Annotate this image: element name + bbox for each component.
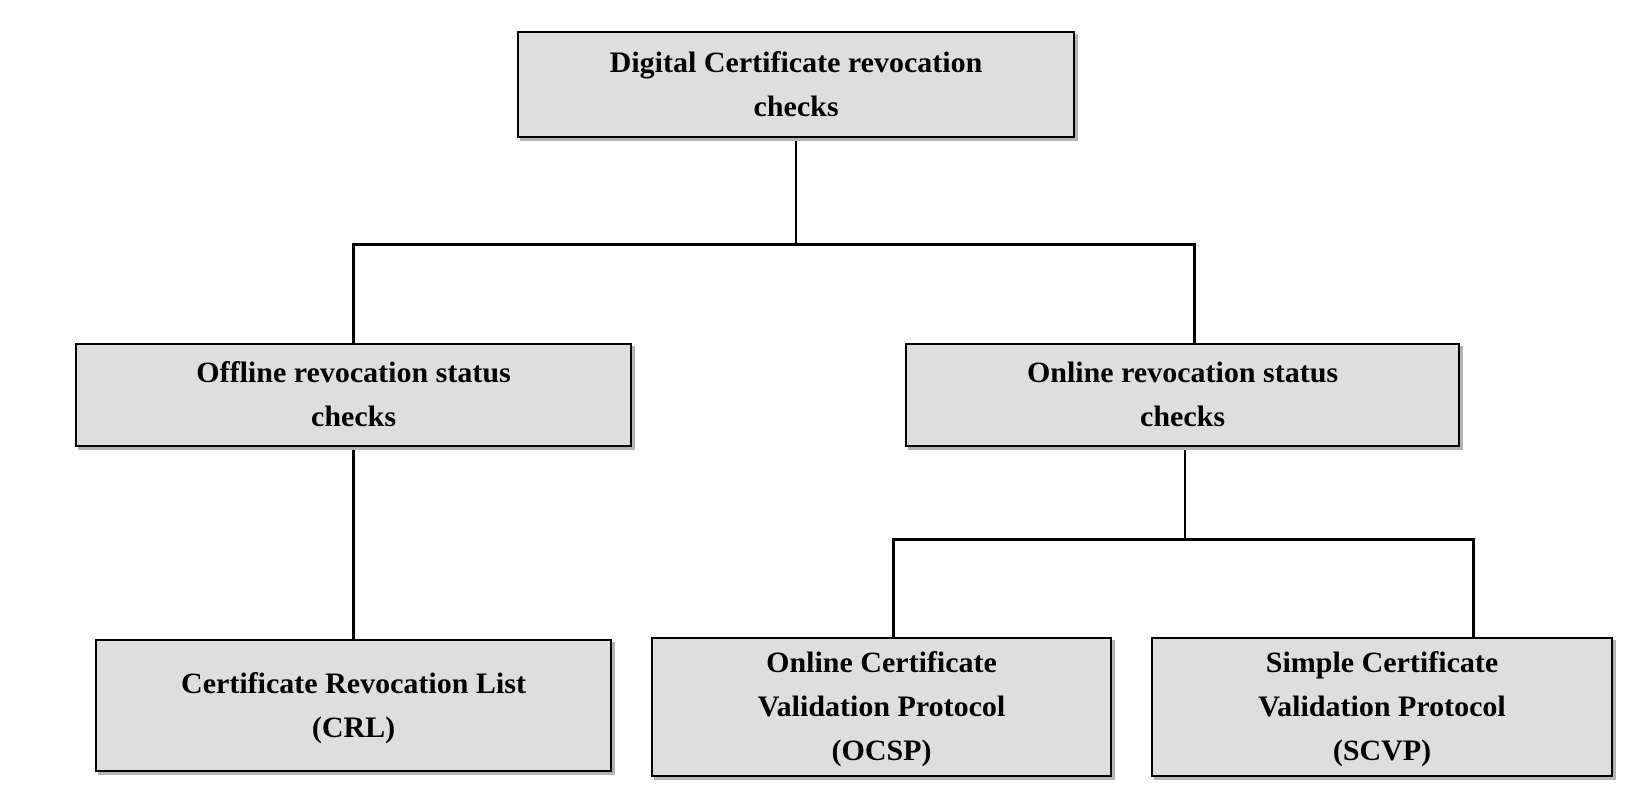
node-label-line: Digital Certificate revocation <box>609 45 983 79</box>
node-online-revocation-status-checks: Online revocation status checks <box>905 343 1460 447</box>
node-label-line: checks <box>753 89 839 123</box>
connector-drop-ocsp <box>892 538 895 638</box>
node-digital-certificate-revocation-checks: Digital Certificate revocation checks <box>517 31 1075 138</box>
node-label-line: Online revocation status <box>1026 356 1339 389</box>
node-label-line: Certificate Revocation List <box>181 666 526 700</box>
node-label-line: Validation Protocol <box>1258 690 1506 723</box>
connector-root-stem <box>795 138 797 245</box>
node-label-line: Simple Certificate <box>1265 646 1499 679</box>
connector-offline-to-crl <box>352 447 355 640</box>
connector-level1-crossbar <box>352 243 1196 246</box>
node-label-line: Validation Protocol <box>757 690 1006 723</box>
connector-drop-online <box>1193 243 1196 344</box>
node-offline-revocation-status-checks: Offline revocation status checks <box>75 343 632 447</box>
node-label-line: Offline revocation status <box>196 356 511 389</box>
node-certificate-revocation-list-crl: Certificate Revocation List (CRL) <box>95 639 612 772</box>
node-label-line: Online Certificate <box>766 646 997 679</box>
node-label-line: (OCSP) <box>831 734 932 767</box>
connector-drop-offline <box>352 243 355 344</box>
connector-drop-scvp <box>1472 538 1475 638</box>
node-label-line: (SCVP) <box>1332 734 1432 767</box>
node-label-line: (CRL) <box>311 710 396 744</box>
node-simple-certificate-validation-protocol-scvp: Simple Certificate Validation Protocol (… <box>1151 637 1613 777</box>
connector-level2-crossbar <box>892 538 1475 541</box>
connector-online-stem <box>1184 447 1186 540</box>
node-label-line: checks <box>1140 400 1225 433</box>
node-online-certificate-validation-protocol-ocsp: Online Certificate Validation Protocol (… <box>651 637 1112 777</box>
node-label-line: checks <box>311 400 396 433</box>
